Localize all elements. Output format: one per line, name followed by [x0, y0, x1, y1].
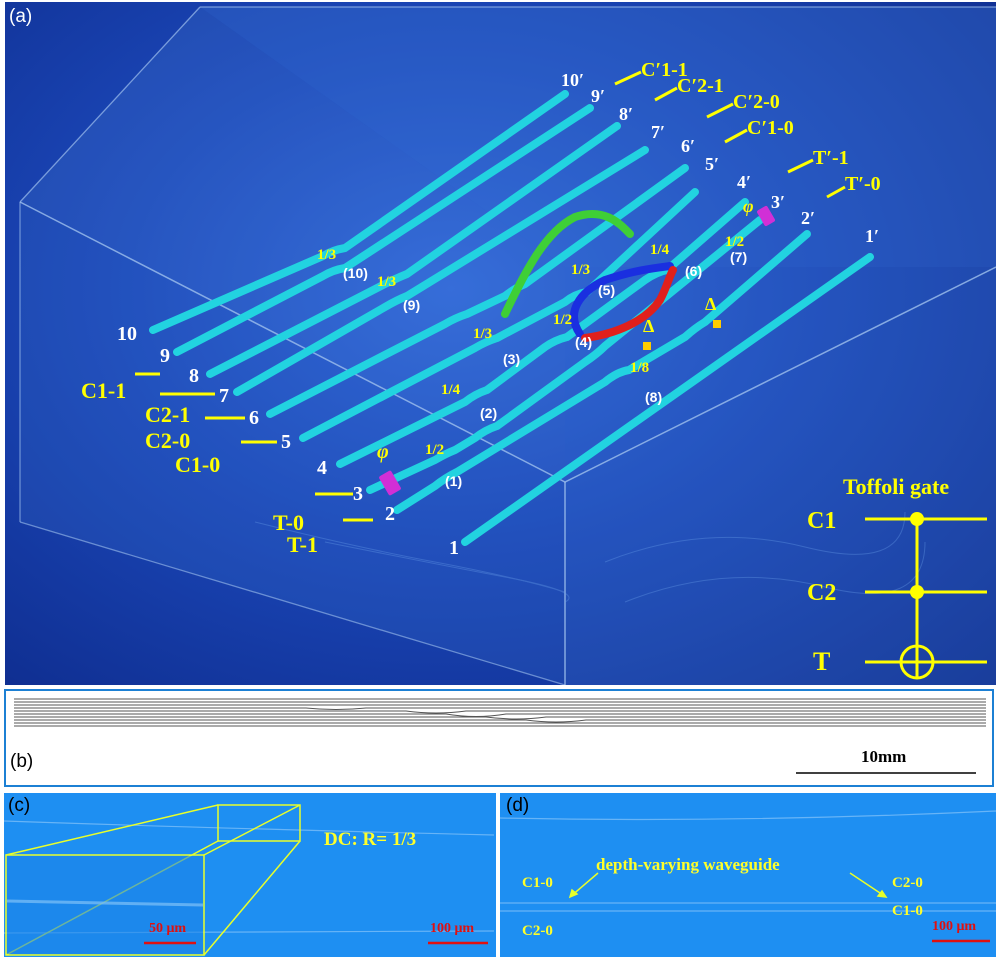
blue-arm: [570, 262, 674, 338]
output-leaders: [614, 70, 846, 199]
panel-b-chip-layout: (b) 10mm: [4, 689, 994, 787]
output-port-3: 3′: [771, 192, 785, 212]
input-label-t0: T-0: [273, 510, 304, 535]
label-d-left-bottom: C2-0: [522, 923, 553, 939]
phase-symbol-input: φ: [377, 441, 389, 463]
input-label-c1-1: C1-1: [81, 378, 126, 403]
green-arm: [501, 209, 634, 318]
micrograph-c: [4, 804, 495, 956]
label-d-right-bottom: C1-0: [892, 903, 923, 919]
delay-symbol-1: Δ: [643, 316, 654, 336]
dc-label: DC: R= 1/3: [324, 829, 417, 850]
coupler-1: (1): [445, 473, 462, 489]
red-arm: [581, 266, 677, 342]
input-port-9: 9: [160, 345, 170, 367]
depth-varying-caption: depth-varying waveguide: [596, 855, 780, 874]
coupler-10: (10): [343, 265, 368, 281]
ratio-coupler-10: 1/3: [317, 247, 336, 263]
ratio-coupler-6: 1/4: [650, 242, 670, 258]
delay-symbol-2: Δ: [705, 294, 716, 314]
ratio-coupler-8: 1/8: [630, 360, 649, 376]
delay-mark-1: [643, 342, 651, 350]
input-port-8: 8: [189, 365, 199, 387]
input-port-10: 10: [117, 323, 137, 345]
scale-label-d: 100 μm: [932, 919, 977, 934]
input-port-2: 2: [385, 503, 395, 525]
coupler-2: (2): [480, 405, 497, 421]
input-label-t1: T-1: [287, 532, 318, 557]
ratio-coupler-7: 1/2: [725, 234, 744, 250]
output-port-5: 5′: [705, 154, 719, 174]
output-port-7: 7′: [651, 122, 665, 142]
ratio-coupler-2: 1/4: [441, 382, 461, 398]
output-port-9: 9′: [591, 86, 605, 106]
input-port-5: 5: [281, 431, 291, 453]
output-port-8: 8′: [619, 104, 633, 124]
panel-label-b: (b): [10, 751, 34, 772]
scale-label-b: 10mm: [861, 747, 907, 766]
coupler-8: (8): [645, 389, 662, 405]
chip-right-face: [565, 267, 996, 685]
coupler-9: (9): [403, 297, 420, 313]
toffoli-c1: C1: [807, 508, 836, 534]
input-port-7: 7: [219, 385, 229, 407]
delay-mark-2: [713, 320, 721, 328]
input-port-6: 6: [249, 407, 259, 429]
output-port-6: 6′: [681, 136, 695, 156]
label-d-left-top: C1-0: [522, 875, 553, 891]
scale-label-c-large: 100 μm: [430, 921, 475, 936]
output-label-c1-1: C′1-1: [641, 59, 688, 81]
phase-symbol-output: φ: [743, 196, 754, 216]
coupler-7: (7): [730, 249, 747, 265]
ratio-coupler-9: 1/3: [377, 274, 396, 290]
output-label-c2-0: C′2-0: [733, 91, 780, 113]
panel-label-d: (d): [506, 795, 530, 816]
chip-left-face: [20, 7, 565, 482]
input-port-1: 1: [449, 537, 459, 559]
waveguide-layout-image: [14, 698, 986, 774]
output-port-4: 4′: [737, 172, 751, 192]
toffoli-title: Toffoli gate: [843, 474, 949, 499]
coupler-5: (5): [598, 282, 615, 298]
panel-c-micrograph: (c) DC: R= 1/3 50 μm 100 μm: [4, 793, 496, 957]
ratio-coupler-1: 1/2: [425, 442, 444, 458]
coupler-6: (6): [685, 263, 702, 279]
output-port-10: 10′: [561, 70, 584, 90]
panel-label-a: (a): [9, 6, 33, 27]
toffoli-c2: C2: [807, 580, 836, 606]
output-port-2: 2′: [801, 208, 815, 228]
coupler-4: (4): [575, 334, 592, 350]
input-label-c1-0: C1-0: [175, 452, 220, 477]
ratio-coupler-3: 1/3: [473, 326, 492, 342]
input-leaders: [135, 372, 373, 522]
coupler-3: (3): [503, 351, 520, 367]
panel-label-c: (c): [8, 795, 31, 816]
output-port-1: 1′: [865, 226, 879, 246]
panel-d-micrograph: (d) depth-varying waveguide C1-0 C2-0 C2…: [500, 793, 996, 957]
phase-shifter-output: [757, 205, 775, 227]
toffoli-t: T: [813, 647, 830, 676]
input-label-c2-1: C2-1: [145, 402, 190, 427]
output-label-t0: T′-0: [845, 173, 881, 195]
panel-a-chip-schematic: 1 2 3 4 5 6 7 8 9 10 1′ 2′ 3′ 4′ 5′ 6′ 7…: [5, 2, 996, 685]
chip-front-face: [20, 202, 565, 685]
output-label-t1: T′-1: [813, 147, 849, 169]
input-port-4: 4: [317, 457, 327, 479]
ratio-coupler-5: 1/3: [571, 262, 590, 278]
input-port-3: 3: [353, 483, 363, 505]
chip-diagram: 1 2 3 4 5 6 7 8 9 10 1′ 2′ 3′ 4′ 5′ 6′ 7…: [19, 6, 996, 685]
micrograph-d: [500, 810, 996, 943]
input-label-c2-0: C2-0: [145, 428, 190, 453]
scale-label-c-small: 50 μm: [149, 921, 187, 936]
label-d-right-top: C2-0: [892, 875, 923, 891]
ratio-coupler-4: 1/2: [553, 312, 572, 328]
phase-shifter-input: [379, 470, 401, 496]
output-label-c2-1: C′2-1: [677, 75, 724, 97]
output-label-c1-0: C′1-0: [747, 117, 794, 139]
